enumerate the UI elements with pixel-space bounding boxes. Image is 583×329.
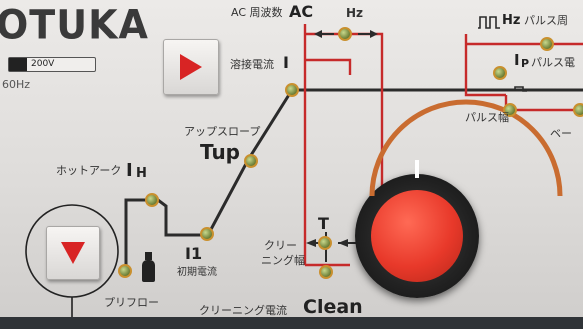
pulse-current-jp-label: パルス電 xyxy=(531,56,575,69)
upslope-jp-label: アップスロープ xyxy=(184,125,261,138)
ac-frequency-led xyxy=(338,27,352,41)
preflow-jp-label: プリフロー xyxy=(104,296,159,309)
gas-cylinder-icon xyxy=(142,252,155,282)
ac-frequency-jp-label: AC 周波数 xyxy=(231,6,283,19)
hot-arc-led xyxy=(145,193,159,207)
pulse-width-led xyxy=(503,103,517,117)
sequence-line xyxy=(124,88,583,271)
previous-parameter-button[interactable] xyxy=(46,226,100,280)
cleaning-width-led xyxy=(318,236,332,250)
knob-cap xyxy=(371,190,463,282)
adjustment-knob[interactable] xyxy=(355,160,479,298)
ac-label: AC xyxy=(289,2,314,21)
cleaning-width-jp-label-1: クリー xyxy=(264,239,297,252)
input-voltage: 200V xyxy=(31,59,55,69)
down-arrow-icon xyxy=(61,242,85,264)
initial-current-led xyxy=(200,227,214,241)
weld-current-symbol: I xyxy=(283,53,289,72)
knob-indicator xyxy=(415,160,419,178)
hot-arc-sub: H xyxy=(136,166,147,181)
hot-arc-symbol: I xyxy=(126,160,133,181)
initial-current-jp-label: 初期電流 xyxy=(177,267,217,278)
weld-current-jp-label: 溶接電流 xyxy=(230,58,274,71)
initial-current-symbol: I1 xyxy=(185,244,203,263)
cleaning-width-jp-label-2: ニング幅 xyxy=(261,254,305,267)
pulse-current-led xyxy=(493,66,507,80)
cleaning-current-led xyxy=(319,265,333,279)
hot-arc-jp-label: ホットアーク xyxy=(56,164,122,177)
pulse-width-jp-label: パルス幅 xyxy=(465,111,509,124)
brand-logo: OTUKA xyxy=(0,1,149,49)
cleaning-width-symbol: T xyxy=(318,214,329,233)
base-current-led xyxy=(573,103,583,117)
input-voltage-plate: 200V xyxy=(8,57,96,72)
panel-bottom-edge xyxy=(0,317,583,329)
pulse-current-sub: P xyxy=(521,57,530,70)
upslope-led xyxy=(244,154,258,168)
right-arrow-icon xyxy=(180,54,202,80)
input-frequency: 60Hz xyxy=(2,78,31,91)
pulse-frequency-jp-label: パルス周 xyxy=(524,14,568,27)
preflow-led xyxy=(118,264,132,278)
weld-current-led xyxy=(285,83,299,97)
base-jp-label: ベー xyxy=(550,127,572,140)
ac-hz-label: Hz xyxy=(346,6,364,20)
cleaning-current-label: Clean xyxy=(303,296,363,318)
pulse-frequency-led xyxy=(540,37,554,51)
next-parameter-button[interactable] xyxy=(163,39,219,95)
pulse-current-symbol: I xyxy=(514,51,520,69)
upslope-label: Tup xyxy=(200,140,240,164)
pulse-hz-label: Hz xyxy=(502,13,521,28)
cleaning-current-jp-label: クリーニング電流 xyxy=(199,304,287,317)
